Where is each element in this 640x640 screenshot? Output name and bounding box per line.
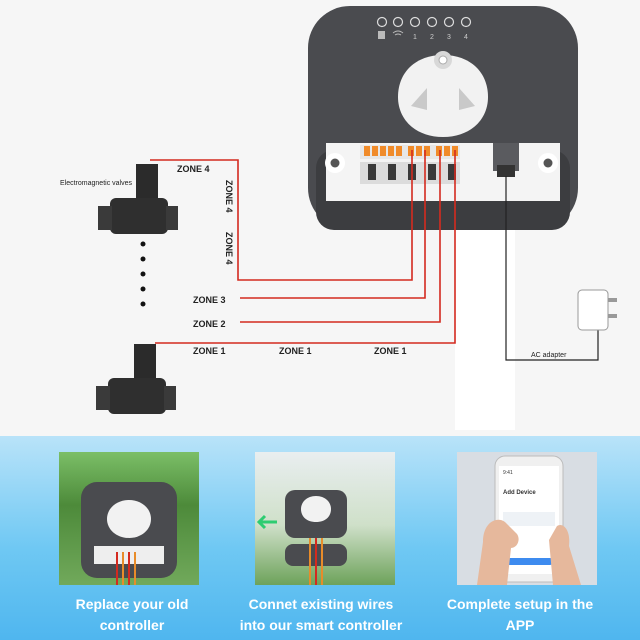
phone-time: 9:41 (503, 470, 513, 476)
control-button-pad[interactable] (398, 51, 488, 137)
step-3-phone: 9:41 Add Device (477, 455, 581, 585)
zone4-label: ZONE 4 (177, 164, 210, 174)
wifi-icon (392, 30, 404, 36)
led-number-2: 2 (430, 34, 434, 41)
zone3-label: ZONE 3 (193, 295, 226, 305)
left-arrow-icon[interactable] (411, 88, 427, 110)
zone1-label-a: ZONE 1 (193, 346, 226, 356)
installation-steps-banner: 9:41 Add Device Replace your old control… (0, 436, 640, 640)
indicator-leds: 1 2 3 4 (376, 16, 472, 41)
wire-zone-4 (150, 150, 413, 281)
right-arrow-icon[interactable] (459, 88, 475, 110)
led-number-1: 1 (413, 34, 417, 41)
ac-adapter (577, 289, 617, 331)
step-1-caption-line1: Replace your old (75, 596, 189, 612)
zone1-label-c: ZONE 1 (374, 346, 407, 356)
phone-title: Add Device (503, 490, 536, 496)
more-valves-dots (140, 241, 146, 307)
step-2-caption-line2: into our smart controller (239, 617, 403, 633)
step-2-image (255, 452, 395, 585)
wire-zone-3 (240, 150, 426, 299)
battery-icon (378, 31, 385, 39)
step-2-caption-line1: Connet existing wires (248, 596, 394, 612)
phone-confirm-button[interactable] (505, 558, 553, 565)
led-number-4: 4 (464, 34, 468, 41)
zone-wires (150, 150, 456, 344)
zone2-label: ZONE 2 (193, 319, 226, 329)
step-3-caption: Complete setup in the APP (425, 594, 615, 636)
smart-controller: 1 2 3 4 (308, 6, 578, 430)
valve-top (98, 164, 178, 234)
step-1-caption-line2: controller (99, 617, 165, 633)
step-2-caption: Connet existing wires into our smart con… (226, 594, 416, 636)
step-3-caption-line2: APP (505, 617, 535, 633)
step-3-caption-line1: Complete setup in the (446, 596, 594, 612)
step-1-controller (81, 482, 177, 585)
valves-label: Electromagnetic valves (60, 180, 132, 187)
led-number-3: 3 (447, 34, 451, 41)
valve-bottom (96, 344, 176, 414)
wire-zone-1 (155, 150, 456, 344)
step-1-caption: Replace your old controller (37, 594, 227, 636)
arrow-left-icon (256, 514, 277, 530)
step-2-controller (256, 490, 347, 585)
step-1-image (59, 452, 199, 585)
wire-zone-2 (240, 150, 441, 323)
zone1-label-b: ZONE 1 (279, 346, 312, 356)
adapter-label: AC adapter (531, 352, 567, 359)
zone4-vertical-label-b: ZONE 4 (224, 232, 234, 265)
step-3-image: 9:41 Add Device (457, 452, 597, 585)
adapter-wire (505, 176, 599, 361)
terminal-block (325, 143, 560, 201)
zone4-vertical-label-a: ZONE 4 (224, 180, 234, 213)
hand (477, 519, 519, 585)
